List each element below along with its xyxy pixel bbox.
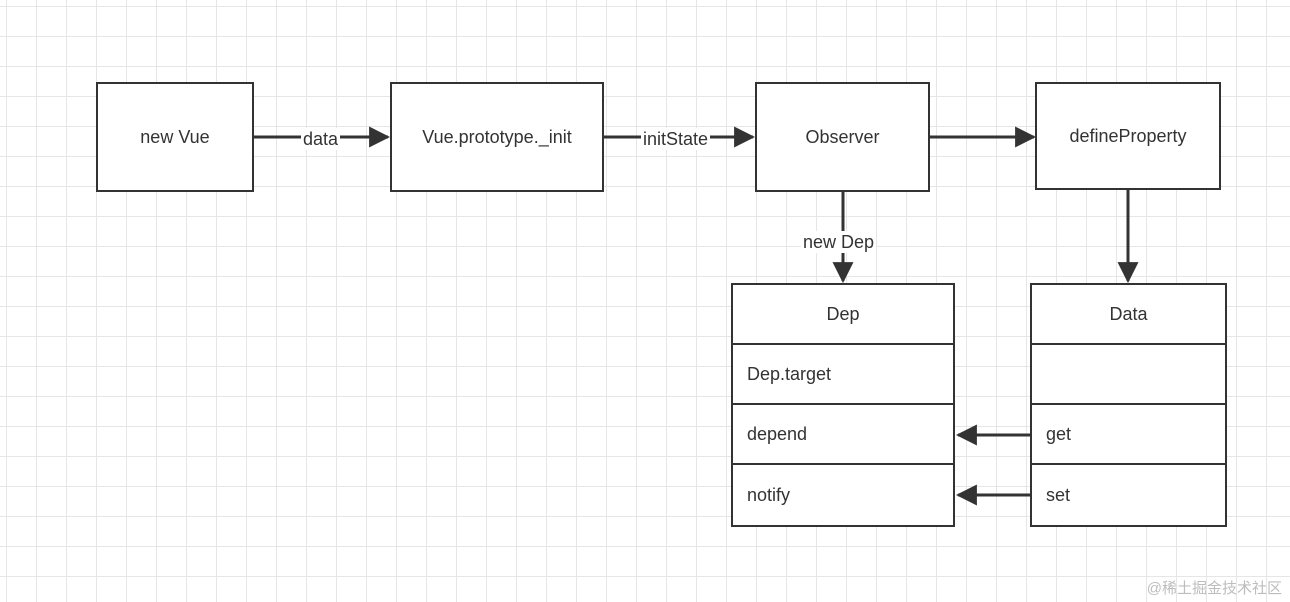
dep-row-depend: depend [733,405,953,465]
data-row-empty [1032,345,1225,405]
edge-label-initstate: initState [641,128,711,150]
node-observer: Observer [755,82,930,192]
watermark: @稀土掘金技术社区 [1146,580,1282,597]
data-row-get: get [1032,405,1225,465]
edge-label-new-dep: new Dep [801,231,877,253]
node-vue-prototype-init: Vue.prototype._init [390,82,604,192]
data-table: Data get set [1030,283,1227,527]
data-table-title: Data [1032,285,1225,345]
dep-table: Dep Dep.target depend notify [731,283,955,527]
dep-row-notify: notify [747,484,791,505]
node-new-vue: new Vue [96,82,254,192]
dep-row-target: Dep.target [733,345,953,405]
node-define-property: defineProperty [1035,82,1221,190]
data-row-set: set [1046,484,1071,505]
dep-table-title: Dep [733,285,953,345]
edge-label-data: data [301,128,341,150]
